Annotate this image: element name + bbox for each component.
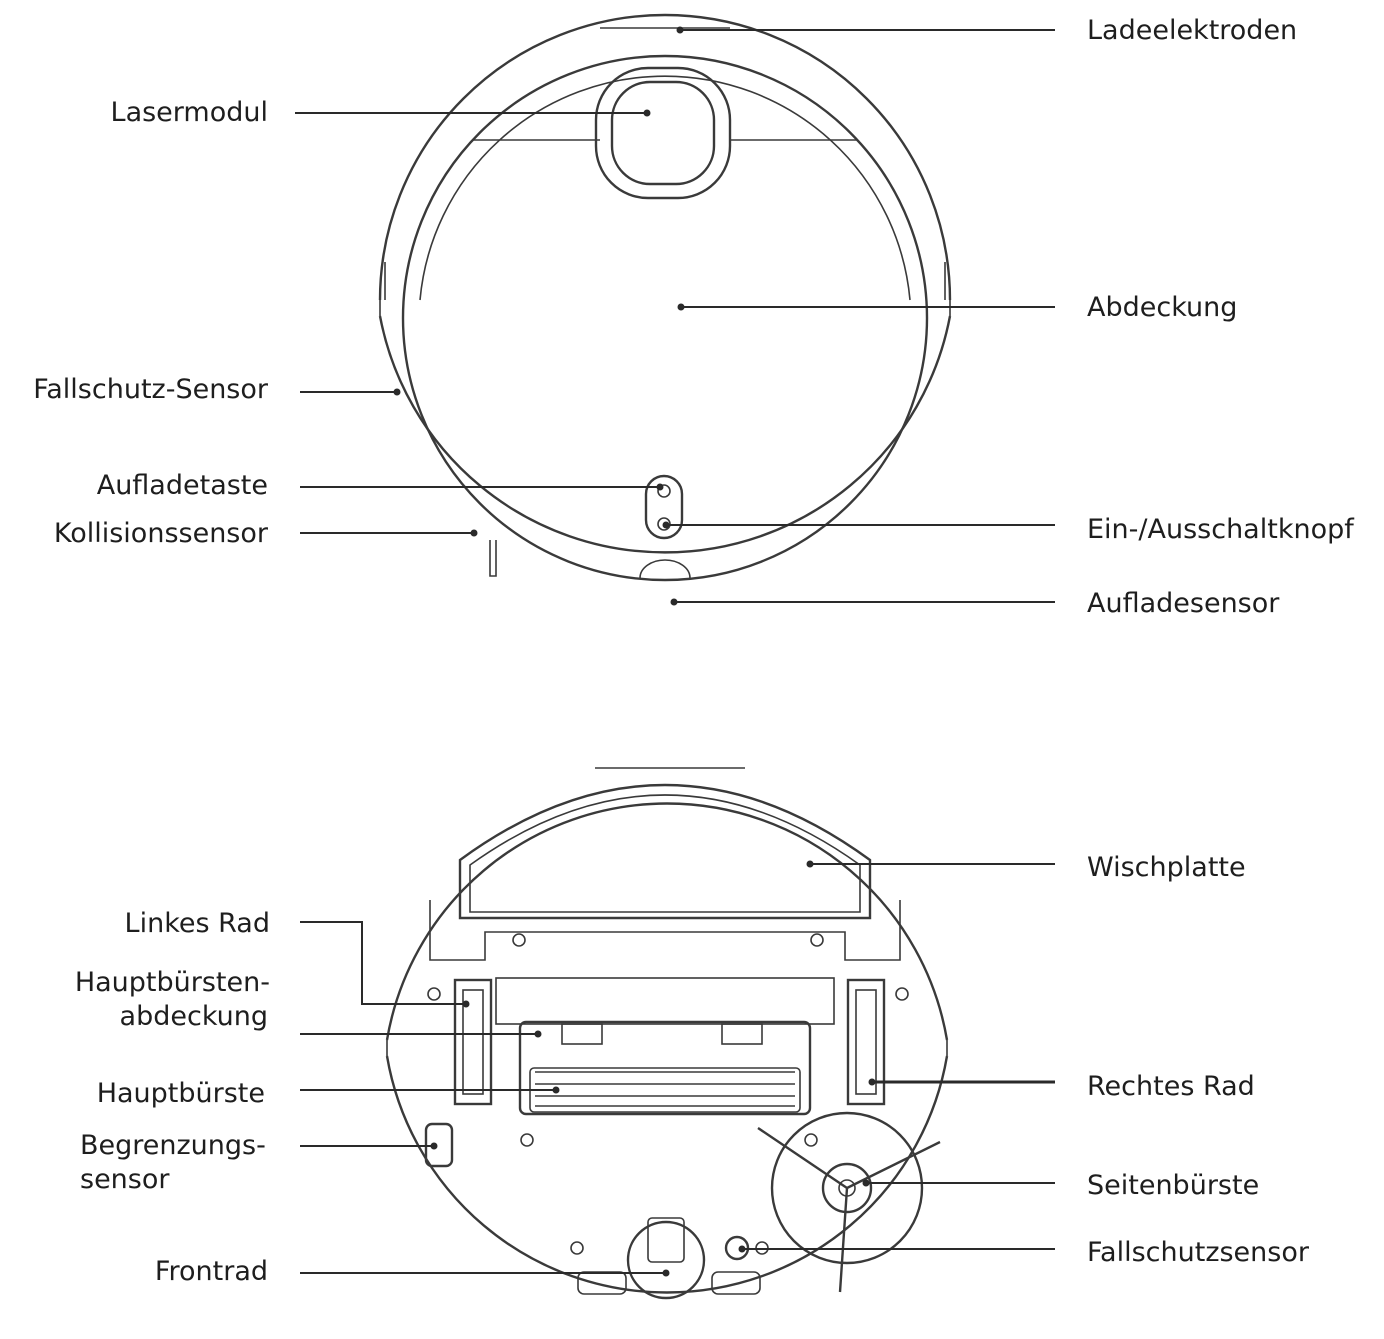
label-frontrad: Frontrad (155, 1256, 268, 1287)
label-begrenzungssensor-line2: sensor (80, 1164, 170, 1195)
collision-sensor-antenna (489, 540, 497, 577)
right-wheel (846, 978, 886, 1106)
laser-module-inner (610, 80, 716, 186)
label-kollisionssensor: Kollisionssensor (54, 518, 269, 549)
label-aufladesensor: Aufladesensor (1087, 588, 1280, 619)
front-wheel (647, 1217, 685, 1263)
screw-4 (804, 1133, 818, 1147)
front-screw-left (570, 1241, 584, 1255)
label-hauptbuersten-abdeckung-line1: Hauptbürsten- (75, 967, 270, 998)
label-begrenzungssensor-line1: Begrenzungs- (80, 1130, 266, 1161)
top-view-callouts (295, 26, 1055, 606)
label-wischplatte: Wischplatte (1087, 852, 1246, 883)
side-brush-hub (821, 1162, 873, 1214)
screw-3 (520, 1133, 534, 1147)
label-ladeelektroden: Ladeelektroden (1087, 15, 1297, 46)
front-bumper-pad-left (577, 1271, 627, 1295)
side-brush-area (770, 1111, 924, 1265)
label-lasermodul: Lasermodul (111, 97, 268, 128)
left-wheel-screw (427, 987, 441, 1001)
laser-module-outer (594, 66, 732, 200)
top-inner-rim (419, 75, 911, 301)
front-wheel-housing (626, 1220, 706, 1300)
side-brush-arms (757, 1127, 941, 1293)
top-cover-ring (401, 54, 929, 582)
label-seitenbuerste: Seitenbürste (1087, 1170, 1259, 1201)
right-wheel-screw (895, 987, 909, 1001)
right-wheel-tread (855, 989, 877, 1095)
brush-cover-latch-left (561, 1023, 603, 1045)
bottom-view-labels: Wischplatte Linkes Rad Hauptbürsten- abd… (75, 852, 1310, 1287)
left-wheel (453, 978, 493, 1106)
screw-1 (512, 933, 526, 947)
top-outer-shell (378, 13, 952, 554)
left-wheel-tread (462, 989, 484, 1095)
screw-2 (810, 933, 824, 947)
main-brush-bristles (535, 1071, 795, 1107)
label-abdeckung: Abdeckung (1087, 292, 1237, 323)
main-brush-cover (518, 1020, 812, 1116)
bottom-outer-shell (385, 802, 949, 1294)
label-hauptbuerste: Hauptbürste (97, 1078, 265, 1109)
label-aufladetaste: Aufladetaste (97, 470, 268, 501)
bottom-chassis-outline (429, 900, 901, 961)
label-fallschutz-sensor: Fallschutz-Sensor (33, 374, 269, 405)
top-front-edge (600, 27, 730, 579)
label-linkes-rad: Linkes Rad (125, 908, 270, 939)
top-view-labels: Ladeelektroden Lasermodul Abdeckung Fall… (33, 15, 1355, 619)
button-panel (644, 474, 684, 540)
charge-button-icon (657, 484, 671, 498)
front-bumper-pad-right (711, 1271, 761, 1295)
bottom-shell-trim (386, 767, 948, 1056)
label-fallschutzsensor: Fallschutzsensor (1087, 1237, 1310, 1268)
label-ein-ausschaltknopf: Ein-/Ausschaltknopf (1087, 514, 1355, 545)
label-rechtes-rad: Rechtes Rad (1087, 1071, 1255, 1102)
robot-bottom-view (385, 767, 949, 1300)
label-hauptbuersten-abdeckung-line2: abdeckung (120, 1001, 268, 1032)
brush-cover-latch-right (721, 1023, 763, 1045)
bottom-view-callouts (300, 860, 1055, 1277)
mop-plate-inner (469, 794, 861, 913)
mop-plate (458, 783, 872, 920)
dust-bin-slot (495, 977, 835, 1025)
robot-top-view (378, 13, 952, 582)
